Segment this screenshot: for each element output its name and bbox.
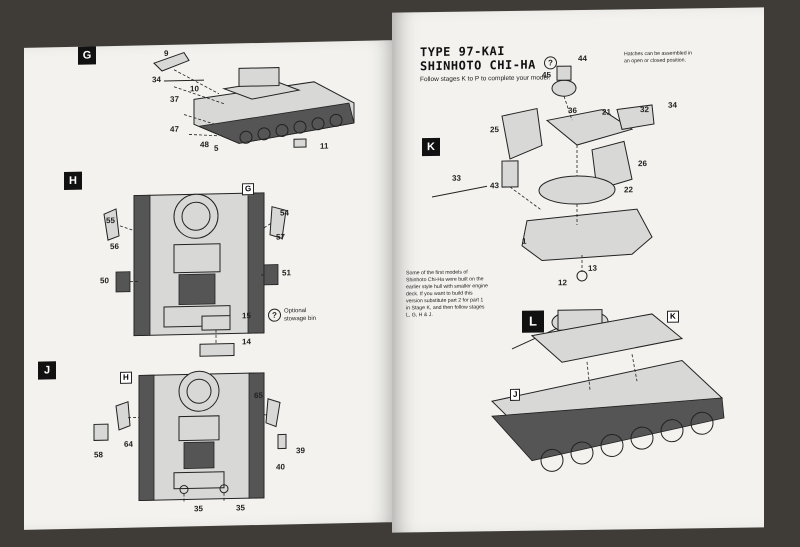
right-page: TYPE 97-KAI SHINHOTO CHI-HA Follow stage… — [392, 7, 764, 533]
part-number-label: 43 — [490, 181, 499, 191]
part-number-label: 14 — [242, 337, 251, 347]
ref-stage-h-tag: H — [120, 371, 132, 384]
stage-k-exploded-drawing — [431, 65, 655, 282]
part-number-label: 57 — [276, 232, 285, 242]
part-number-label: 32 — [640, 105, 649, 115]
part-number-label: 1 — [522, 236, 527, 246]
part-number-label: 11 — [320, 141, 329, 151]
part-number-label: 65 — [254, 390, 263, 401]
part-number-label: 50 — [100, 276, 109, 286]
stage-g-marker: G — [78, 46, 96, 65]
part-number-label: 40 — [276, 462, 285, 472]
part-number-label: 51 — [282, 268, 291, 278]
stage-j-tank-drawing — [93, 370, 287, 503]
part-number-label: 45 — [542, 70, 551, 80]
part-number-label: 56 — [110, 241, 119, 252]
stage-h-marker: H — [64, 171, 82, 191]
stage-l-tank-drawing — [490, 309, 725, 472]
part-number-label: 64 — [124, 439, 133, 449]
right-page-drawings — [431, 65, 725, 472]
model-title-line2: SHINHOTO CHI-HA — [420, 57, 536, 74]
part-number-label: 54 — [280, 208, 289, 218]
part-number-label: 55 — [106, 215, 115, 226]
stage-l-marker: L — [522, 310, 544, 333]
hatch-note: Hatches can be assembled in an open or c… — [624, 50, 693, 65]
left-page-drawings — [93, 51, 355, 503]
optional-callout-line2: stowage bin — [284, 315, 317, 323]
part-number-label: 9 — [164, 48, 169, 58]
part-number-label: 34 — [152, 75, 161, 85]
model-title-line1: TYPE 97-KAI — [420, 44, 505, 60]
part-number-label: 12 — [558, 278, 567, 288]
part-number-label: 15 — [242, 311, 251, 321]
part-number-label: 35 — [194, 504, 203, 514]
part-number-label: 21 — [602, 107, 611, 117]
stage-g-tank-drawing — [153, 51, 355, 148]
early-hull-note: Some of the first models of Shinhoto Chi… — [406, 269, 488, 319]
part-number-label: 36 — [568, 106, 577, 116]
ref-stage-j-tag: J — [510, 388, 521, 401]
ref-stage-g-tag: G — [242, 183, 255, 196]
part-number-label: 48 — [200, 140, 209, 150]
part-number-label: 58 — [94, 450, 103, 460]
part-number-label: 22 — [624, 185, 633, 195]
part-number-label: 39 — [296, 446, 305, 456]
part-number-label: 13 — [588, 263, 597, 273]
part-number-label: 34 — [668, 100, 677, 110]
left-page: G H J G H 9 34 10 37 47 48 11 5 55 54 56… — [24, 40, 396, 530]
stage-h-tank-drawing — [103, 192, 287, 357]
part-number-label: 10 — [190, 84, 199, 94]
part-number-label: 35 — [236, 503, 245, 513]
ref-stage-k-tag: K — [667, 310, 679, 323]
part-number-label: 26 — [638, 159, 647, 169]
part-number-label: 33 — [452, 173, 461, 183]
part-number-label: 47 — [170, 124, 179, 134]
part-number-label: 25 — [490, 125, 499, 135]
optional-callout-line1: Optional — [284, 307, 307, 315]
part-number-label: 44 — [578, 53, 587, 63]
part-number-label: 37 — [170, 94, 179, 104]
stage-k-marker: K — [422, 137, 440, 157]
stage-j-marker: J — [38, 361, 56, 380]
part-number-label: 5 — [214, 143, 219, 153]
